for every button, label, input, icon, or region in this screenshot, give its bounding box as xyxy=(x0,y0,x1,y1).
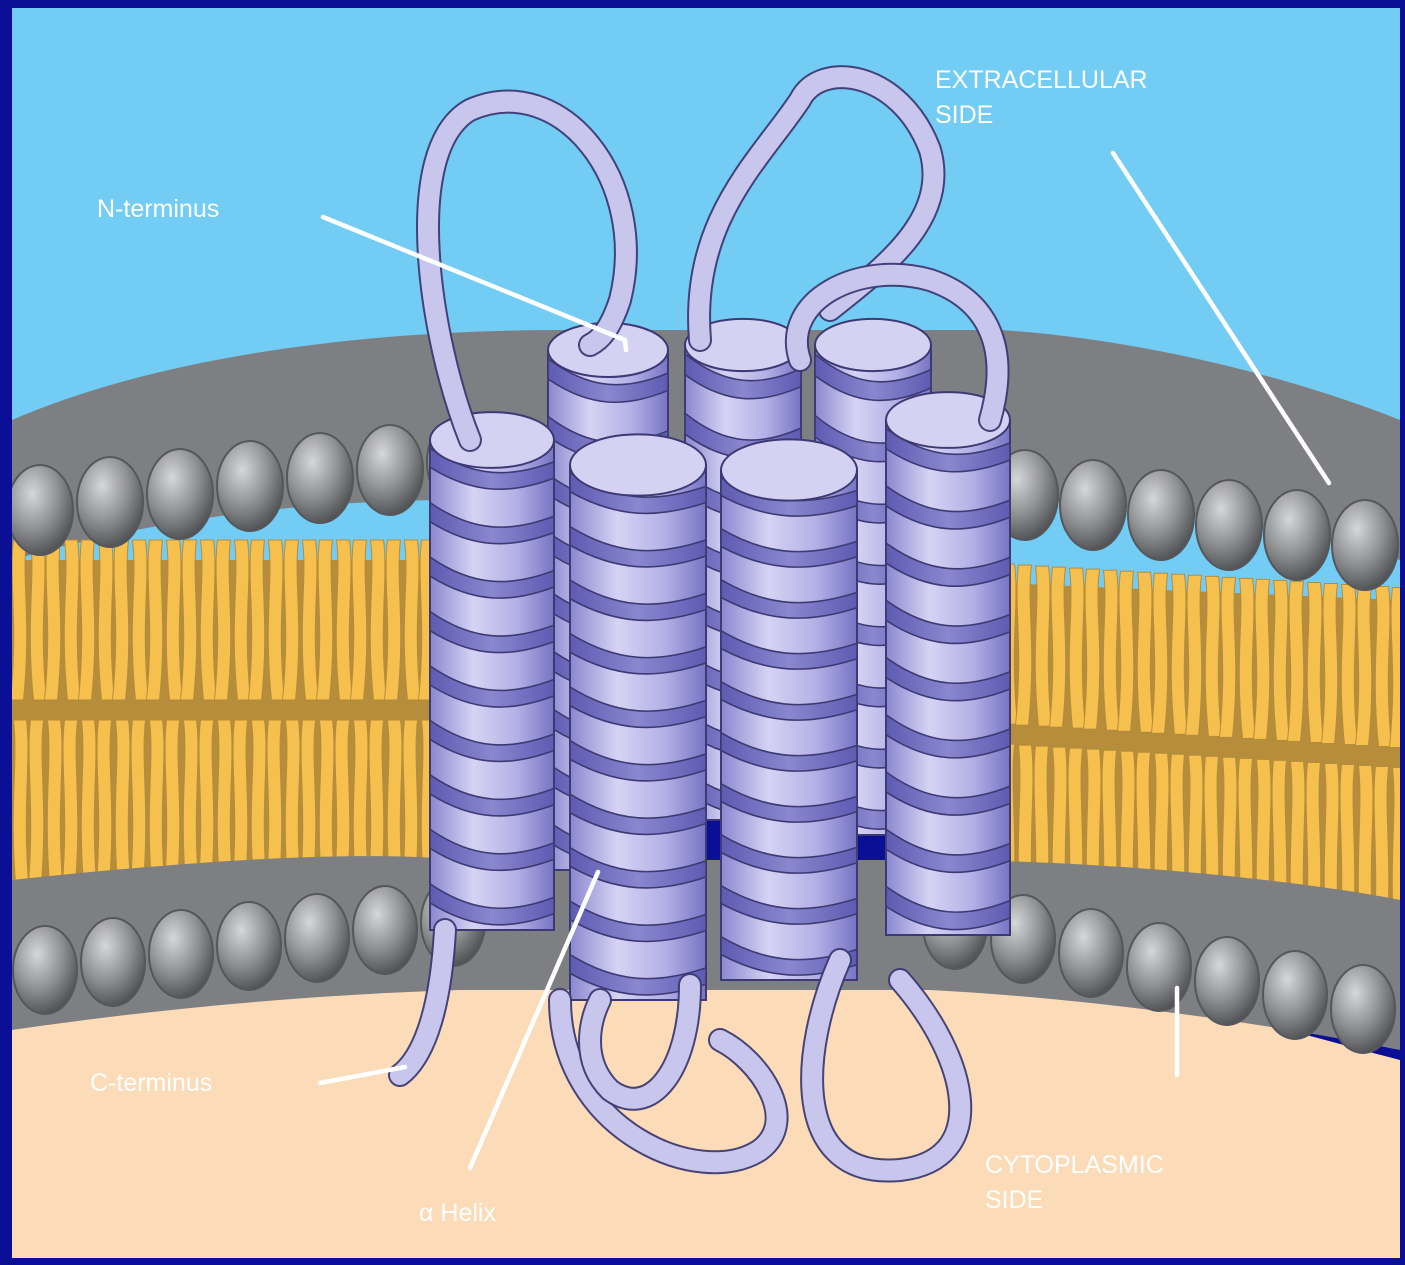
alpha-helix-label: α Helix xyxy=(419,1196,496,1231)
n-terminus-label: N-terminus xyxy=(97,192,219,227)
cytoplasmic-side-label-line2: SIDE xyxy=(985,1183,1043,1218)
extracellular-side-label: EXTRACELLULAR xyxy=(935,63,1148,98)
cytoplasmic-side-label: CYTOPLASMIC xyxy=(985,1148,1164,1183)
extracellular-side-label-line2: SIDE xyxy=(935,98,993,133)
c-terminus-label: C-terminus xyxy=(90,1066,212,1101)
